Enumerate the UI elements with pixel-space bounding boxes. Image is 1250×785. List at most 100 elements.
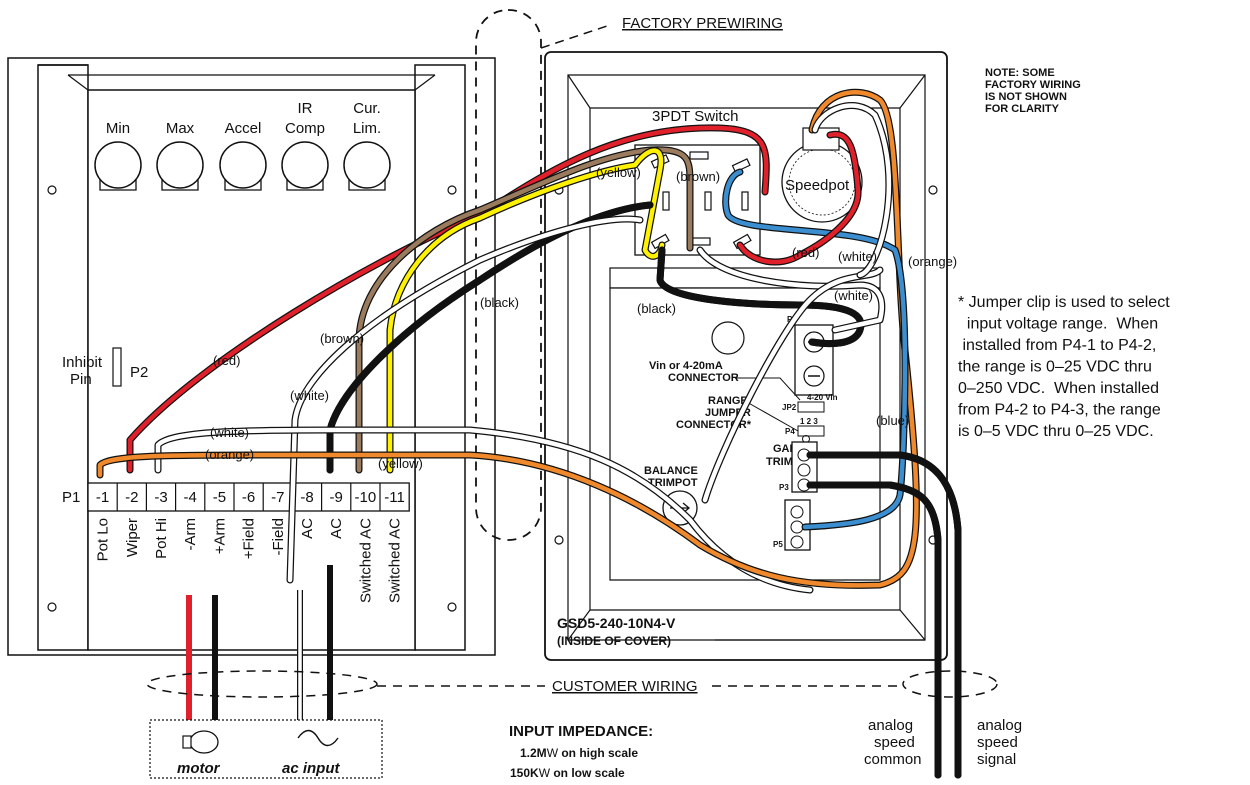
impedance-low: 150KW on low scale [510,766,625,780]
range-label-1: RANGE [708,395,748,407]
note-line: IS NOT SHOWN [985,91,1067,103]
motor-label: motor [177,760,221,777]
label-white-left: (white) [290,388,329,403]
impedance-high: 1.2MW on high scale [520,746,638,760]
vin-label-2: CONNECTOR [668,372,739,384]
analog-common-line: speed [874,734,915,751]
terminal-name: -Field [270,518,287,556]
wire-red-pot [737,132,861,265]
wire-white [287,216,643,583]
terminal-number: -6 [242,489,255,506]
wire-labels: (red) (white) (brown) (black) (white) (o… [205,165,957,471]
note-line: FACTORY WIRING [985,79,1081,91]
input-impedance: INPUT IMPEDANCE: 1.2MW on high scale 150… [509,723,653,780]
terminal-name: Switched AC [387,518,404,603]
wire-white-pot [812,103,892,278]
factory-prewiring-label: FACTORY PREWIRING [622,15,783,32]
jumper-note: * Jumper clip is used to select input vo… [958,294,1170,440]
mount-hole [447,185,457,195]
cover-hole [711,321,745,355]
factory-prewiring-group: FACTORY PREWIRING [475,9,783,541]
switch-label: 3PDT Switch [652,108,738,125]
p3-label: P3 [779,483,789,492]
motor-icon [189,730,219,754]
inhibit-pin [112,347,122,387]
analog-signal-line: analog [977,717,1022,734]
wire-black-p3-common [806,481,942,779]
p5-connector: P5 [773,499,811,551]
p5-label: P5 [773,540,783,549]
analog-signal-line: signal [977,751,1016,768]
note-line: NOTE: SOME [985,67,1055,79]
jumper-note-line: is 0–5 VDC thru 0–25 VDC. [958,423,1154,440]
jumper-note-line: 0–250 VDC. When installed [958,380,1159,397]
trimpot-accel: Accel [219,120,267,191]
terminal-name: Pot Hi [153,518,170,559]
motor-ac-legend: motor ac input [149,719,383,779]
wire-group [96,88,962,779]
mount-hole [447,602,457,612]
terminal-number: -2 [125,489,138,506]
label-brown-switch: (brown) [676,169,720,184]
wire-brown [356,147,693,473]
terminal-number: -7 [271,489,284,506]
label-red-left: (red) [213,353,240,368]
jumper-note-line: installed from P4-1 to P4-2, [958,337,1156,354]
trimpot-label: Lim. [353,120,381,137]
jumper-note-line: from P4-2 to P4-3, the range [958,402,1161,419]
label-yellow-mid: (yellow) [378,456,423,471]
vin-label-1: Vin or 4-20mA [649,360,723,372]
trimpot-label-top: Cur. [353,100,381,117]
jumper-note-line: input voltage range. When [958,316,1158,333]
jumper-note-line: the range is 0–25 VDC thru [958,359,1152,376]
trimpot-min: Min [94,120,142,191]
wire-black-inner [656,246,865,347]
terminal-name: +Field [241,518,258,559]
wire-black [326,201,654,474]
trimpot-lim: Cur. Lim. [343,100,391,191]
terminal-number: -10 [355,489,377,506]
label-red-pot: (red) [792,245,819,260]
mount-hole [47,602,57,612]
trimpot-comp: IR Comp [281,100,329,191]
ac-sine-icon [297,729,339,747]
wire-black-p3-signal [806,451,962,779]
terminal-name: Wiper [124,518,141,557]
terminal-name: Switched AC [357,518,374,603]
label-white-pot: (white) [838,249,877,264]
wire-white-inner [697,247,885,333]
terminal-name: Pot Lo [95,518,112,561]
terminal-name: AC [328,518,345,539]
label-white-mid: (white) [210,425,249,440]
label-brown-left: (brown) [320,331,364,346]
analog-signal-label: analog speed signal [977,717,1022,768]
speedpot-label: Speedpot [785,177,850,194]
terminal-number: -1 [96,489,109,506]
model-label: GSD5-240-10N4-V [557,615,676,631]
mount-hole [928,185,938,195]
factory-note: NOTE: SOME FACTORY WIRING IS NOT SHOWN F… [985,67,1081,115]
wire-yellow [387,148,665,473]
inhibit-label-2: Pin [70,371,92,388]
terminal-number: -11 [384,489,405,506]
balance-label-1: BALANCE [644,465,698,477]
trimpot-label: Comp [285,120,325,137]
label-orange-right: (orange) [908,254,957,269]
jp2-label: JP2 [782,403,797,412]
terminal-name: -Arm [182,518,199,551]
vin-header: 4-20 Vin [807,393,838,402]
terminal-number: -3 [154,489,167,506]
wire-blue [723,169,908,530]
p4-label: P4 [785,427,795,436]
wire-orange-run [97,90,919,588]
ac-input-label: ac input [282,760,341,777]
analog-signal-line: speed [977,734,1018,751]
label-black-left: (black) [480,295,519,310]
jp2-p4-connector: 4-20 Vin JP2 1 2 3 P4 [782,393,838,437]
terminal-number: -9 [330,489,343,506]
trimpot-label-top: IR [298,100,313,117]
inhibit-label-1: Inhibit [62,354,103,371]
